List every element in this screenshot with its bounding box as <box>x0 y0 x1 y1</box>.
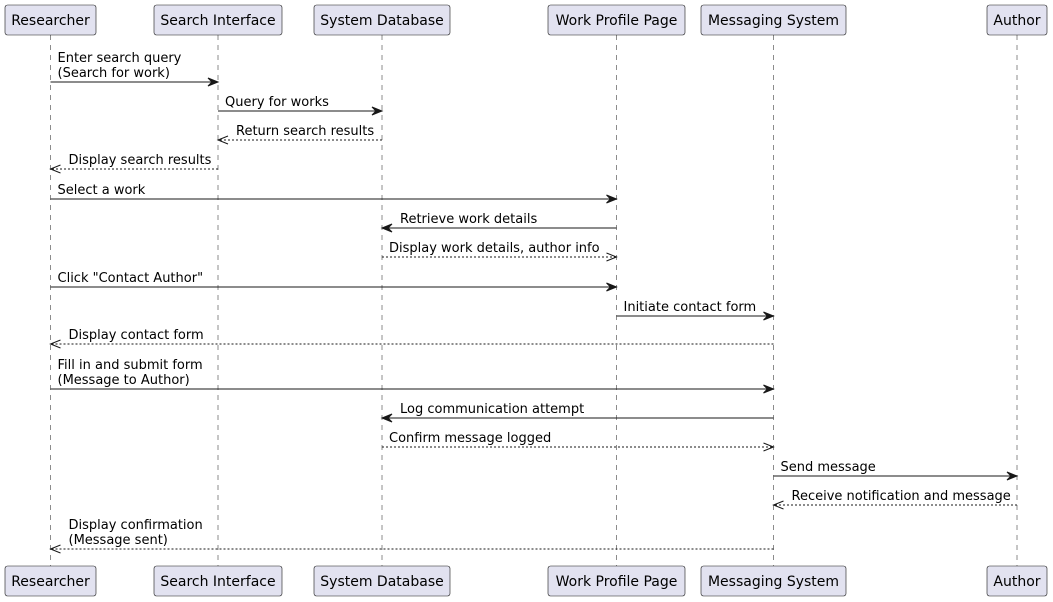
arrow-head <box>49 339 61 349</box>
arrow-head <box>49 544 61 554</box>
participant-profile-top: Work Profile Page <box>547 4 686 36</box>
participant-messaging-bottom: Messaging System <box>700 565 847 597</box>
message-label: (Message sent) <box>69 533 168 548</box>
lifelines <box>50 35 1018 566</box>
arrow-head <box>606 282 618 292</box>
message-15: Receive notification and message <box>772 489 1017 510</box>
arrow-head <box>49 164 61 174</box>
arrow-head <box>207 77 220 87</box>
participant-label: Researcher <box>11 574 90 590</box>
message-label: (Message to Author) <box>58 373 190 388</box>
message-3: Return search results <box>216 124 382 145</box>
participant-box <box>153 4 283 36</box>
message-label: Select a work <box>58 183 146 198</box>
participant-label: Messaging System <box>708 13 839 29</box>
message-1: Enter search query(Search for work) <box>50 51 220 87</box>
participant-label: Messaging System <box>708 574 839 590</box>
arrow-head <box>1006 471 1019 481</box>
message-label: Click "Contact Author" <box>58 271 204 286</box>
participant-label: Work Profile Page <box>556 13 678 29</box>
message-label: Confirm message logged <box>389 431 551 446</box>
message-label: Display work details, author info <box>389 241 600 256</box>
message-12: Log communication attempt <box>380 402 774 423</box>
participant-label: Researcher <box>11 13 90 29</box>
participant-label: System Database <box>320 574 443 590</box>
participant-box <box>4 4 97 36</box>
arrow-head <box>606 194 618 204</box>
message-label: Display search results <box>69 153 212 168</box>
participants-bottom: Researcher Search Interface System Databas… <box>4 565 1048 597</box>
participant-box <box>313 4 451 36</box>
message-label: Send message <box>781 460 876 475</box>
participant-label: Work Profile Page <box>556 574 678 590</box>
message-label: Receive notification and message <box>792 489 1011 504</box>
participant-label: Author <box>993 574 1040 590</box>
arrow-head <box>772 500 784 510</box>
arrow-head <box>380 413 393 423</box>
participant-search-bottom: Search Interface <box>153 565 283 597</box>
participant-author-bottom: Author <box>986 565 1048 597</box>
participant-box <box>153 565 283 597</box>
participant-author-top: Author <box>986 4 1048 36</box>
participant-search-top: Search Interface <box>153 4 283 36</box>
arrow-head <box>763 442 775 452</box>
message-9: Initiate contact form <box>616 300 775 321</box>
participant-box <box>700 565 847 597</box>
message-label: Fill in and submit form <box>58 358 203 373</box>
arrow-head <box>763 311 775 321</box>
participant-db-top: System Database <box>313 4 451 36</box>
message-11: Fill in and submit form(Message to Autho… <box>50 358 775 394</box>
arrow-head <box>606 252 618 262</box>
message-label: Query for works <box>225 95 329 110</box>
message-label: Return search results <box>236 124 374 139</box>
arrow-head <box>380 223 393 233</box>
participant-researcher-bottom: Researcher <box>4 565 97 597</box>
participant-researcher-top: Researcher <box>4 4 97 36</box>
message-4: Display search results <box>49 153 218 174</box>
message-16: Display confirmation(Message sent) <box>49 518 774 554</box>
participant-box <box>313 565 451 597</box>
message-14: Send message <box>773 460 1019 481</box>
arrow-head <box>763 384 775 394</box>
arrow-head <box>371 106 384 116</box>
message-13: Confirm message logged <box>382 431 775 452</box>
message-label: (Search for work) <box>58 66 170 81</box>
message-label: Log communication attempt <box>400 402 584 417</box>
message-label: Display contact form <box>69 328 204 343</box>
participant-box <box>547 4 686 36</box>
participants-top: Researcher Search Interface System Databas… <box>4 4 1048 36</box>
message-8: Click "Contact Author" <box>50 271 618 292</box>
message-label: Enter search query <box>58 51 182 66</box>
participant-label: Search Interface <box>160 574 275 590</box>
message-7: Display work details, author info <box>382 241 618 262</box>
message-label: Display confirmation <box>69 518 203 533</box>
participant-box <box>986 4 1048 36</box>
participant-label: System Database <box>320 13 443 29</box>
participant-box <box>547 565 686 597</box>
message-label: Retrieve work details <box>400 212 537 227</box>
participant-label: Search Interface <box>160 13 275 29</box>
participant-profile-bottom: Work Profile Page <box>547 565 686 597</box>
participant-box <box>986 565 1048 597</box>
participant-messaging-top: Messaging System <box>700 4 847 36</box>
messages: Enter search query(Search for work) Query… <box>49 51 1019 554</box>
message-2: Query for works <box>218 95 384 116</box>
participant-db-bottom: System Database <box>313 565 451 597</box>
message-6: Retrieve work details <box>380 212 617 233</box>
participant-box <box>4 565 97 597</box>
message-label: Initiate contact form <box>624 300 757 315</box>
participant-label: Author <box>993 13 1040 29</box>
arrow-head <box>216 135 229 145</box>
message-5: Select a work <box>50 183 618 204</box>
message-10: Display contact form <box>49 328 774 349</box>
participant-box <box>700 4 847 36</box>
